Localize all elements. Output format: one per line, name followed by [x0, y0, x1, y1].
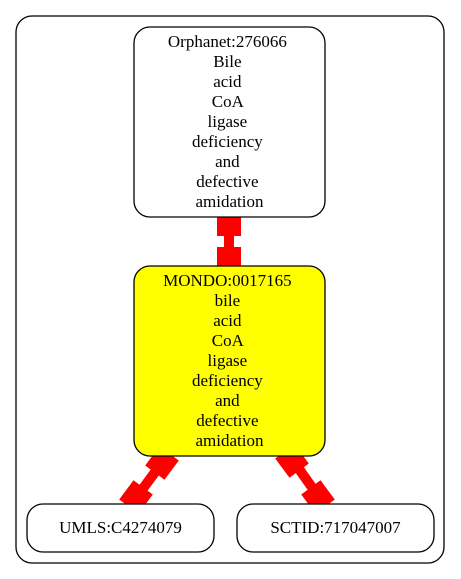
edge-orphanet-mondo: [217, 212, 241, 271]
node-orphanet-line: Orphanet:276066: [168, 32, 287, 51]
node-orphanet-line: Bile: [213, 52, 241, 71]
node-mondo-line: defective: [196, 411, 258, 430]
node-mondo-line: bile: [215, 291, 241, 310]
node-orphanet-line: acid: [213, 72, 242, 91]
node-sctid-label: SCTID:717047007: [270, 518, 401, 537]
node-orphanet-line: amidation: [196, 192, 264, 211]
node-umls[interactable]: UMLS:C4274079: [26, 503, 215, 553]
node-orphanet[interactable]: Orphanet:276066 Bile acid CoA ligase def…: [133, 26, 326, 218]
svg-text:MONDO:0017165 bile: MONDO:0017165 bile acid CoA ligase defic…: [163, 271, 296, 450]
cluster-frame: [15, 15, 445, 564]
node-sctid[interactable]: SCTID:717047007: [236, 503, 435, 553]
node-orphanet-line: CoA: [212, 92, 245, 111]
node-mondo-line: amidation: [196, 431, 264, 450]
svg-text:UMLS:C4274079: UMLS:C4274079: [59, 518, 182, 537]
node-orphanet-line: defective: [196, 172, 258, 191]
node-mondo-line: deficiency: [192, 371, 263, 390]
node-umls-label: UMLS:C4274079: [59, 518, 182, 537]
node-mondo-line: ligase: [208, 351, 248, 370]
svg-text:Orphanet:276066 Bile: Orphanet:276066 Bile acid CoA ligase def…: [168, 32, 291, 211]
node-mondo-line: CoA: [212, 331, 245, 350]
node-orphanet-line: deficiency: [192, 132, 263, 151]
node-mondo-line: and: [215, 391, 240, 410]
node-mondo-line: MONDO:0017165: [163, 271, 291, 290]
node-mondo[interactable]: MONDO:0017165 bile acid CoA ligase defic…: [133, 265, 326, 457]
svg-text:SCTID:717047007: SCTID:717047007: [270, 518, 401, 537]
node-orphanet-line: and: [215, 152, 240, 171]
node-orphanet-line: ligase: [208, 112, 248, 131]
node-mondo-line: acid: [213, 311, 242, 330]
